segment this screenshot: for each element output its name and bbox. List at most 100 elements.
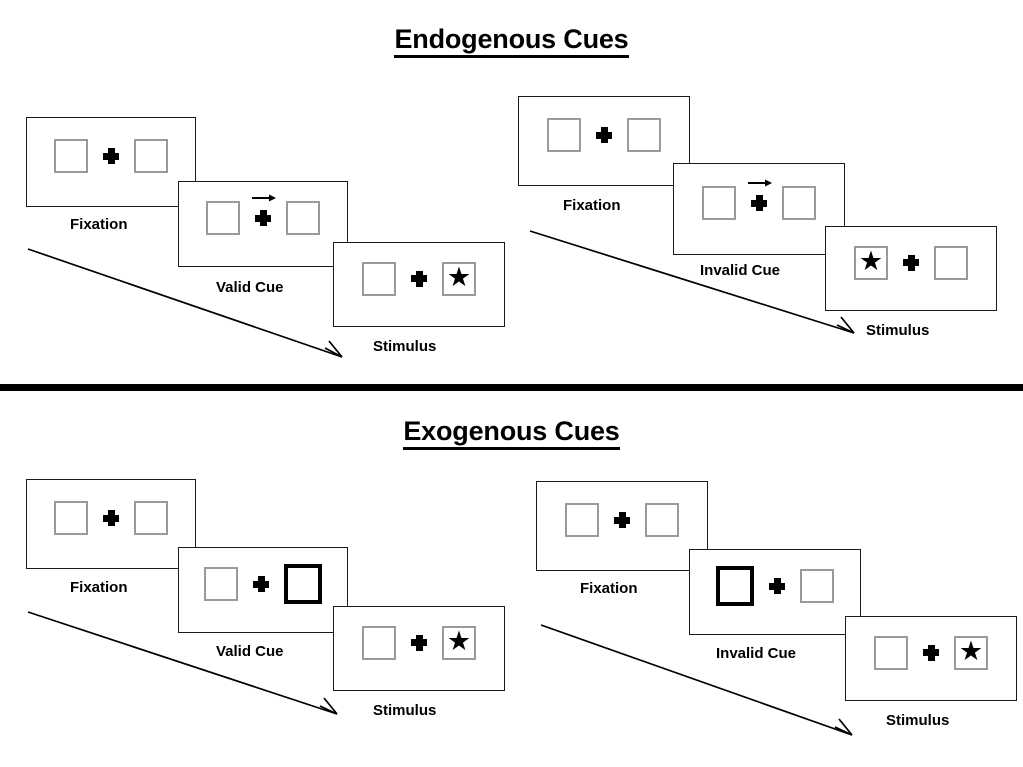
left-placeholder-box — [547, 118, 581, 152]
panel-exogenous-valid-fixation[interactable] — [26, 479, 196, 569]
right-placeholder-box — [134, 139, 168, 173]
panel-display: ★ — [826, 227, 996, 310]
star-icon: ★ — [958, 636, 984, 666]
panel-display: ★ — [846, 617, 1016, 700]
left-placeholder-box — [204, 567, 238, 601]
stimulus-display — [54, 139, 168, 173]
plus-cross-icon — [101, 146, 121, 166]
left-placeholder-box — [565, 503, 599, 537]
time-arrow-exogenous-valid — [27, 611, 338, 715]
panel-endogenous-invalid-stimulus[interactable]: ★ — [825, 226, 997, 311]
panel-endogenous-valid-cue[interactable] — [178, 181, 348, 267]
right-placeholder-box — [782, 186, 816, 220]
star-icon: ★ — [446, 626, 472, 656]
panel-endogenous-invalid-fixation[interactable] — [518, 96, 690, 186]
panel-display — [179, 182, 347, 266]
time-arrow-endogenous-valid — [27, 248, 343, 358]
plus-cross-icon — [612, 510, 632, 530]
stimulus-display — [204, 564, 322, 604]
plus-cross-icon — [409, 633, 429, 653]
right-arrow-icon — [748, 179, 773, 187]
panel-exogenous-invalid-fixation[interactable] — [536, 481, 708, 571]
section-title-exogenous: Exogenous Cues — [0, 416, 1023, 450]
fixation-cross-wrap — [898, 253, 924, 273]
caption-exogenous-invalid-stimulus: Stimulus — [886, 712, 950, 729]
plus-cross-icon — [101, 508, 121, 528]
star-icon: ★ — [858, 246, 884, 276]
plus-cross-icon — [253, 208, 273, 228]
caption-exogenous-invalid-fixation: Fixation — [580, 580, 638, 597]
caption-exogenous-invalid-cue: Invalid Cue — [716, 645, 797, 662]
panel-display — [690, 550, 860, 634]
plus-cross-icon — [409, 269, 429, 289]
fixation-cross-wrap — [609, 510, 635, 530]
panel-display — [27, 118, 195, 206]
left-cue-box-highlighted — [716, 566, 754, 606]
fixation-cross-wrap — [98, 146, 124, 166]
panel-display — [179, 548, 347, 632]
panel-display — [27, 480, 195, 568]
caption-exogenous-valid-fixation: Fixation — [70, 579, 128, 596]
fixation-cross-wrap — [591, 125, 617, 145]
fixation-cross-wrap — [406, 269, 432, 289]
caption-endogenous-valid-fixation: Fixation — [70, 216, 128, 233]
stimulus-display — [547, 118, 661, 152]
panel-endogenous-invalid-cue[interactable] — [673, 163, 845, 255]
right-target-box: ★ — [442, 625, 476, 660]
panel-display: ★ — [334, 243, 504, 326]
section-title-endogenous: Endogenous Cues — [0, 24, 1023, 58]
stimulus-display — [565, 503, 679, 537]
panel-endogenous-valid-fixation[interactable] — [26, 117, 196, 207]
right-arrow-icon — [252, 194, 277, 202]
panel-exogenous-valid-stimulus[interactable]: ★ — [333, 606, 505, 691]
caption-exogenous-valid-stimulus: Stimulus — [373, 702, 437, 719]
fixation-cross-wrap — [250, 194, 277, 228]
stimulus-display: ★ — [854, 245, 968, 280]
left-placeholder-box — [874, 635, 908, 670]
panel-exogenous-invalid-stimulus[interactable]: ★ — [845, 616, 1017, 701]
right-placeholder-box — [800, 569, 834, 603]
panel-display — [674, 164, 844, 254]
stimulus-display: ★ — [874, 635, 988, 670]
section-title-exogenous-text: Exogenous Cues — [403, 416, 620, 450]
caption-endogenous-invalid-stimulus: Stimulus — [866, 322, 930, 339]
caption-endogenous-valid-stimulus: Stimulus — [373, 338, 437, 355]
right-placeholder-box — [286, 201, 320, 235]
section-exogenous: Exogenous Cues Fixation — [0, 391, 1023, 767]
right-cue-box-highlighted — [284, 564, 322, 604]
right-placeholder-box — [134, 501, 168, 535]
stimulus-display: ★ — [362, 625, 476, 660]
fixation-cross-wrap — [406, 633, 432, 653]
star-icon: ★ — [446, 262, 472, 292]
left-placeholder-box — [54, 501, 88, 535]
panel-display — [537, 482, 707, 570]
panel-display — [519, 97, 689, 185]
fixation-cross-wrap — [764, 576, 790, 596]
plus-cross-icon — [767, 576, 787, 596]
plus-cross-icon — [921, 643, 941, 663]
plus-cross-icon — [749, 193, 769, 213]
caption-endogenous-valid-cue: Valid Cue — [216, 279, 284, 296]
right-placeholder-box — [645, 503, 679, 537]
left-placeholder-box — [206, 201, 240, 235]
time-arrow-exogenous-invalid — [540, 624, 853, 736]
fixation-cross-wrap — [98, 508, 124, 528]
left-placeholder-box — [54, 139, 88, 173]
right-placeholder-box — [934, 245, 968, 280]
panel-display: ★ — [334, 607, 504, 690]
right-target-box: ★ — [954, 635, 988, 670]
fixation-cross-wrap — [918, 643, 944, 663]
panel-exogenous-valid-cue[interactable] — [178, 547, 348, 633]
stimulus-display — [206, 194, 320, 235]
plus-cross-icon — [901, 253, 921, 273]
plus-cross-icon — [594, 125, 614, 145]
caption-exogenous-valid-cue: Valid Cue — [216, 643, 284, 660]
panel-exogenous-invalid-cue[interactable] — [689, 549, 861, 635]
panel-endogenous-valid-stimulus[interactable]: ★ — [333, 242, 505, 327]
plus-cross-icon — [251, 574, 271, 594]
fixation-cross-wrap — [746, 179, 773, 213]
right-placeholder-box — [627, 118, 661, 152]
stimulus-display — [702, 179, 816, 220]
fixation-cross-wrap — [248, 574, 274, 594]
caption-endogenous-invalid-fixation: Fixation — [563, 197, 621, 214]
